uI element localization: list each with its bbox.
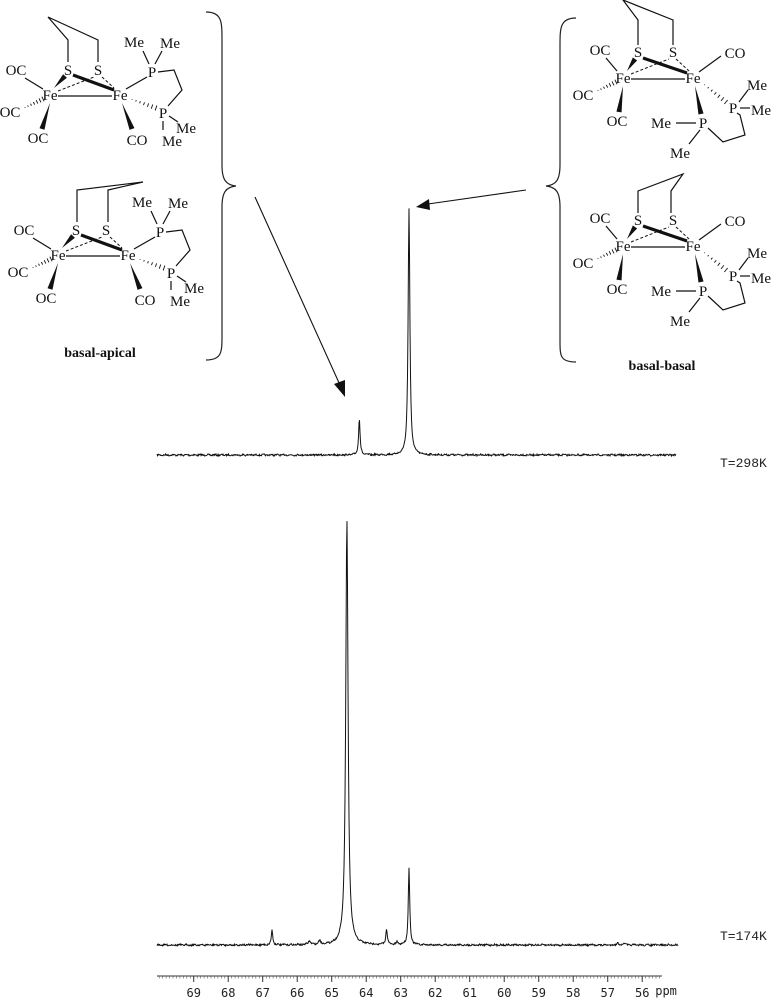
tick-label: 58	[566, 986, 580, 1000]
atom-co: CO	[725, 214, 746, 230]
tick-label: 57	[600, 986, 614, 1000]
tick-label: 59	[531, 986, 545, 1000]
atom-fe: Fe	[43, 88, 58, 104]
atom-oc: OC	[590, 211, 611, 227]
atom-me: Me	[670, 314, 690, 330]
atom-s: S	[634, 213, 642, 229]
label-t298: T=298K	[720, 456, 767, 471]
atom-s: S	[669, 213, 677, 229]
tick-label: 68	[221, 986, 235, 1000]
atom-p: P	[729, 101, 737, 117]
atom-p: P	[699, 284, 707, 300]
atom-oc: OC	[0, 105, 20, 121]
atom-me: Me	[132, 195, 152, 211]
atom-me: Me	[168, 196, 188, 212]
atom-oc: OC	[573, 256, 594, 272]
atom-co: CO	[135, 293, 156, 309]
tick-label: 62	[428, 986, 442, 1000]
atom-me: Me	[747, 246, 767, 262]
atom-oc: OC	[590, 43, 611, 59]
atom-fe: Fe	[113, 88, 128, 104]
tick-label: 69	[186, 986, 200, 1000]
atom-me: Me	[651, 116, 671, 132]
atom-me: Me	[124, 35, 144, 51]
atom-oc: OC	[14, 223, 35, 239]
atom-s: S	[669, 45, 677, 61]
atom-p: P	[159, 106, 167, 122]
axis-unit-label: ppm	[655, 984, 677, 998]
atom-oc: OC	[573, 88, 594, 104]
atom-fe: Fe	[616, 239, 631, 255]
atom-me: Me	[751, 103, 771, 119]
atom-fe: Fe	[121, 248, 136, 264]
atom-oc: OC	[607, 114, 628, 130]
arrow-basal-apical	[254, 196, 345, 397]
label-basal-apical: basal-apical	[64, 346, 136, 361]
tick-label: 61	[462, 986, 476, 1000]
atom-p: P	[699, 116, 707, 132]
atom-me: Me	[162, 134, 182, 150]
atom-me: Me	[747, 78, 767, 94]
tick-label: 65	[324, 986, 338, 1000]
atom-oc: OC	[36, 291, 57, 307]
atom-me: Me	[751, 271, 771, 287]
atom-fe: Fe	[51, 248, 66, 264]
tick-label: 63	[393, 986, 407, 1000]
right-brace	[545, 17, 577, 363]
tick-label: 60	[497, 986, 511, 1000]
atom-me: Me	[184, 281, 204, 297]
atom-s: S	[634, 45, 642, 61]
left-brace	[205, 11, 237, 361]
atom-me: Me	[170, 294, 190, 310]
label-basal-basal: basal-basal	[629, 359, 696, 374]
atom-s: S	[72, 223, 80, 239]
atom-me: Me	[176, 121, 196, 137]
x-axis: 69 68 67 66 65 64 63 62 61 60 59 58 57 56 ppm	[157, 975, 677, 1000]
atom-oc: OC	[28, 131, 49, 147]
atom-p: P	[156, 225, 164, 241]
atom-co: CO	[725, 46, 746, 62]
atom-co: CO	[127, 133, 148, 149]
atom-me: Me	[160, 36, 180, 52]
spectrum-line-t298k	[156, 208, 677, 458]
tick-label: 66	[290, 986, 304, 1000]
atom-s: S	[102, 223, 110, 239]
atom-p: P	[167, 266, 175, 282]
atom-fe: Fe	[686, 71, 701, 87]
atom-p: P	[729, 269, 737, 285]
tick-label: 64	[359, 986, 373, 1000]
tick-label: 67	[255, 986, 269, 1000]
atom-me: Me	[670, 146, 690, 162]
atom-fe: Fe	[686, 239, 701, 255]
atom-oc: OC	[607, 282, 628, 298]
atom-me: Me	[651, 284, 671, 300]
atom-oc: OC	[6, 63, 27, 79]
spectrum-line-t174k	[156, 521, 679, 948]
tick-label: 56	[635, 986, 649, 1000]
atom-fe: Fe	[616, 71, 631, 87]
atom-s: S	[64, 63, 72, 79]
atom-p: P	[148, 65, 156, 81]
arrow-basal-basal	[416, 189, 527, 210]
atom-s: S	[94, 63, 102, 79]
label-t174: T=174K	[720, 929, 767, 944]
minor-ticks	[158, 976, 660, 979]
spectra	[156, 208, 679, 948]
atom-oc: OC	[8, 265, 29, 281]
